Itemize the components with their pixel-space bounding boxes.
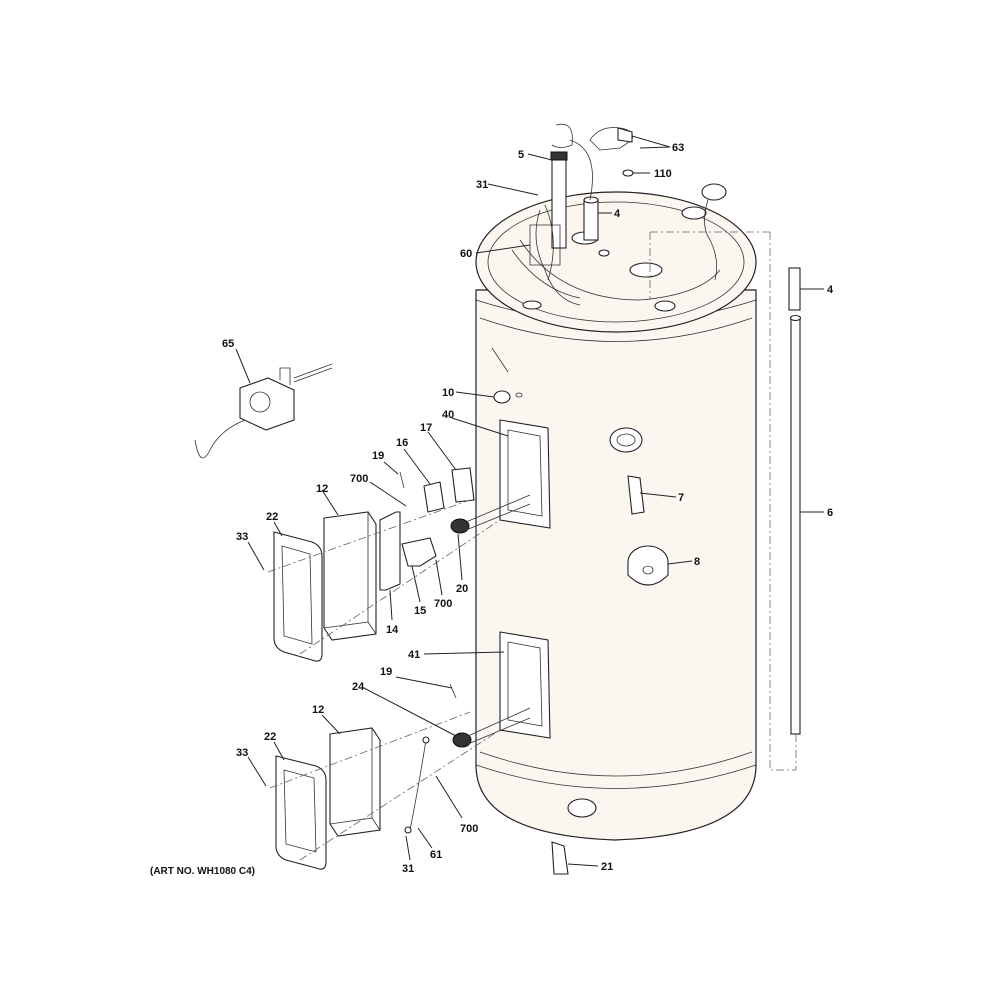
callout-19: 19 — [380, 666, 392, 678]
nipple-top — [583, 196, 599, 241]
callout-16: 16 — [396, 437, 408, 449]
top-fittings — [511, 206, 721, 312]
thermostat-65 — [194, 363, 333, 459]
wiring-harness — [529, 123, 593, 306]
insulation-pad-12-lower — [329, 727, 381, 837]
callout-21: 21 — [601, 861, 613, 873]
callout-4: 4 — [827, 284, 834, 296]
lower-element-opening — [499, 631, 551, 739]
assembly-guide-lines — [267, 499, 501, 861]
anode-rod — [788, 267, 802, 735]
access-cover-22-upper — [273, 531, 323, 662]
insulation-plug-8 — [627, 545, 669, 586]
limit-switch-17 — [451, 467, 475, 503]
thermostat-bracket — [589, 127, 633, 151]
drain-valve-21 — [551, 841, 569, 875]
callout-22: 22 — [266, 511, 278, 523]
callout-700: 700 — [434, 598, 452, 610]
callout-8: 8 — [694, 556, 700, 568]
anode-rod-top — [550, 151, 568, 249]
callout-40: 40 — [442, 409, 454, 421]
callout-20: 20 — [456, 583, 468, 595]
callout-33: 33 — [236, 531, 248, 543]
callout-15: 15 — [414, 605, 426, 617]
callout-60: 60 — [460, 248, 472, 260]
nipple-7 — [627, 475, 645, 515]
callout-33: 33 — [236, 747, 248, 759]
inlet-fitting-7 — [609, 427, 643, 453]
callout-22: 22 — [264, 731, 276, 743]
callout-41: 41 — [408, 649, 420, 661]
callout-7: 7 — [678, 492, 684, 504]
leader-lines — [235, 135, 824, 867]
callout-5: 5 — [518, 149, 524, 161]
callout-6: 6 — [827, 507, 833, 519]
upper-element-opening — [499, 419, 551, 529]
callout-14: 14 — [386, 624, 399, 636]
insulation-pad-12-upper — [323, 511, 377, 641]
callout-12: 12 — [316, 483, 328, 495]
callout-700: 700 — [460, 823, 478, 835]
o-ring-110 — [622, 169, 634, 177]
callout-10: 10 — [442, 387, 454, 399]
callout-700: 700 — [350, 473, 368, 485]
art-number: (ART NO. WH1080 C4) — [150, 866, 255, 877]
drain-fitting — [567, 798, 597, 818]
callout-61: 61 — [430, 849, 442, 861]
access-cover-22-lower — [275, 755, 327, 870]
callout-labels: 5 63 31 110 4 60 4 65 10 40 16 17 19 700… — [150, 142, 834, 877]
callout-63: 63 — [672, 142, 684, 154]
top-right-coil — [701, 183, 727, 281]
anode-rod-guide-line — [769, 232, 797, 771]
callout-24: 24 — [352, 681, 365, 693]
callout-110: 110 — [654, 168, 672, 180]
thermostat-16 — [423, 481, 445, 513]
callout-19: 19 — [372, 450, 384, 462]
callout-4: 4 — [614, 208, 621, 220]
callout-12: 12 — [312, 704, 324, 716]
callout-31: 31 — [476, 179, 488, 191]
ground-wire-61 — [404, 736, 430, 834]
heating-element-24 — [452, 707, 531, 748]
terminal-cover-14 — [379, 511, 401, 591]
callout-17: 17 — [420, 422, 432, 434]
bracket-15 — [401, 537, 437, 567]
callout-31: 31 — [402, 863, 414, 875]
heating-element-20 — [450, 494, 531, 534]
callout-65: 65 — [222, 338, 234, 350]
clip-19-upper — [399, 471, 405, 489]
ring-10 — [493, 390, 511, 404]
clip-19-lower — [449, 683, 457, 699]
